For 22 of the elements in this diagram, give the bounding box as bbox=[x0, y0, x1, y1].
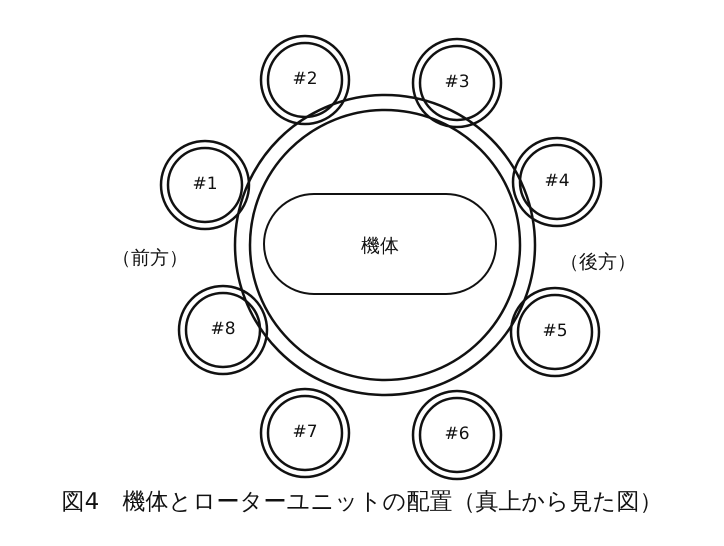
rotor-number: #8 bbox=[209, 318, 237, 340]
rotor-number: #6 bbox=[443, 423, 471, 445]
rotor-number: #2 bbox=[291, 68, 319, 90]
rotor-circle bbox=[411, 389, 503, 481]
rotor-circle bbox=[509, 286, 601, 378]
rotor-circle bbox=[411, 37, 503, 129]
rotor-number: #1 bbox=[191, 173, 219, 195]
figure-caption: 図4 機体とローターユニットの配置（真上から見た図） bbox=[60, 488, 664, 517]
rotor-circle bbox=[259, 387, 351, 479]
rotor-number: #4 bbox=[543, 170, 571, 192]
direction-label: （後方） bbox=[560, 250, 636, 275]
rotor-circle bbox=[259, 34, 351, 126]
fuselage-body bbox=[263, 193, 497, 295]
rotor-number: #7 bbox=[291, 421, 319, 443]
body-label: 機体 bbox=[360, 234, 400, 259]
rotor-circle bbox=[159, 139, 251, 231]
rotor-number: #3 bbox=[443, 71, 471, 93]
rotor-number: #5 bbox=[541, 320, 569, 342]
rotor-circle bbox=[177, 284, 269, 376]
rotor-circle bbox=[511, 136, 603, 228]
direction-label: （前方） bbox=[112, 246, 188, 271]
fuselage-ring bbox=[233, 93, 537, 397]
